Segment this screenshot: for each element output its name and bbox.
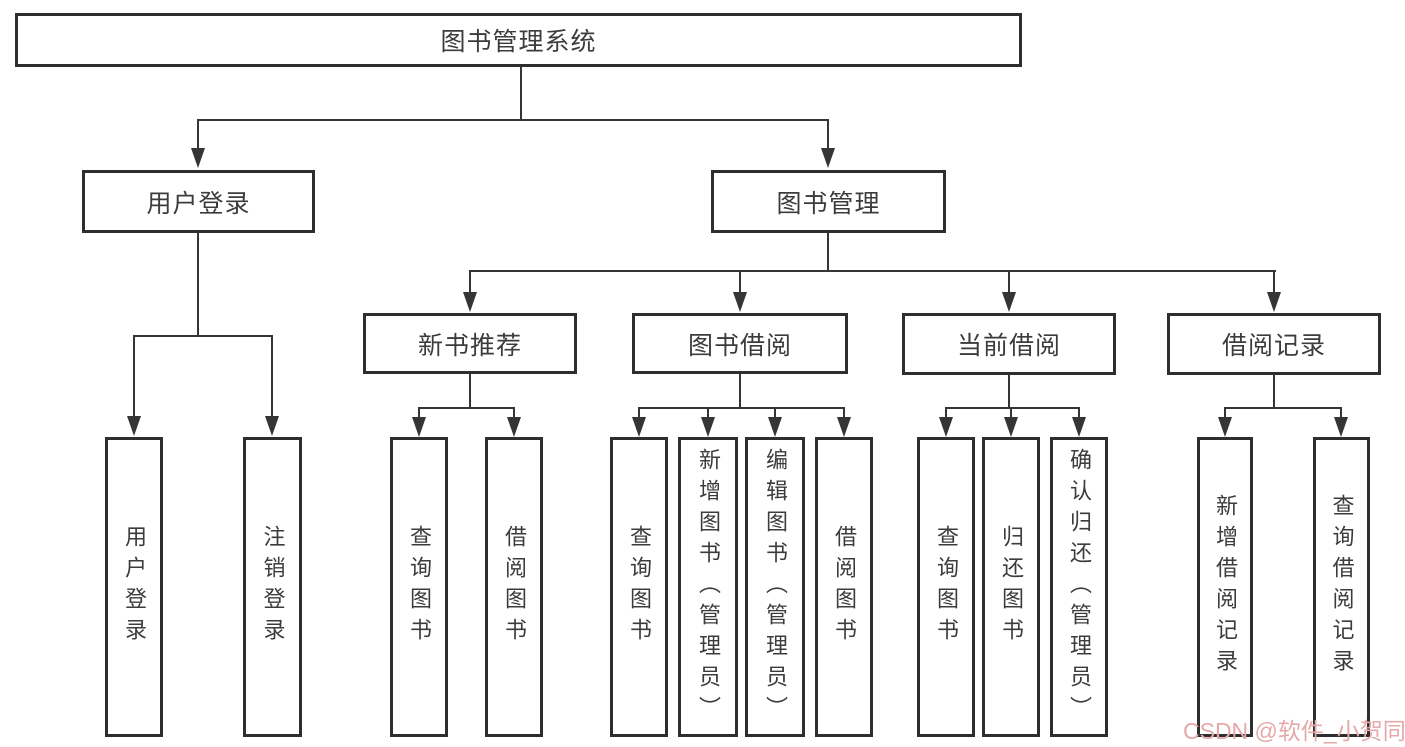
connector-nb-drop	[418, 407, 420, 419]
connector-cb-stub	[1008, 374, 1010, 407]
arrowhead-down-icon	[821, 148, 835, 168]
node-current-borrow: 当前借阅	[902, 313, 1116, 375]
connector-l1-left-drop	[197, 119, 199, 150]
node-borrow-records-label: 借阅记录	[1221, 332, 1326, 360]
node-nb-borrow-book: 借阅图书	[485, 437, 543, 737]
node-user-login-label: 用户登录	[146, 189, 251, 218]
node-ul-user-login-label: 用户登录	[122, 525, 147, 649]
node-book-borrow-label: 图书借阅	[687, 331, 792, 360]
node-cb-return-book: 归还图书	[982, 437, 1040, 737]
node-current-borrow-label: 当前借阅	[956, 332, 1061, 360]
node-bb-add-book: 新增图书（管理员）	[678, 437, 738, 737]
connector-cb-drop	[1010, 407, 1012, 419]
node-ul-logout-label: 注销登录	[260, 525, 286, 649]
arrowhead-down-icon	[1004, 417, 1018, 437]
connector-ul-drop	[133, 335, 135, 418]
connector-br-drop	[1340, 407, 1342, 419]
connector-bb-drop	[774, 407, 776, 419]
arrowhead-down-icon	[1072, 417, 1086, 437]
connector-root-stub	[520, 67, 522, 119]
node-nb-query-book: 查询图书	[390, 437, 448, 737]
connector-ul-stub	[197, 233, 199, 335]
connector-cb-drop	[1078, 407, 1080, 419]
connector-l2-drop	[739, 270, 741, 294]
connector-bb-drop	[843, 407, 845, 419]
node-borrow-records: 借阅记录	[1167, 313, 1381, 375]
connector-l2-drop	[1008, 270, 1010, 294]
connector-bb-drop	[638, 407, 640, 419]
node-bb-add-book-label: 新增图书（管理员）	[696, 447, 721, 727]
arrowhead-down-icon	[733, 292, 747, 312]
arrowhead-down-icon	[127, 416, 141, 436]
arrowhead-down-icon	[1267, 292, 1281, 312]
arrowhead-down-icon	[265, 416, 279, 436]
node-new-book-recommend: 新书推荐	[363, 313, 577, 374]
node-bb-edit-book-label: 编辑图书（管理员）	[763, 447, 788, 727]
connector-l2-drop	[1273, 270, 1275, 294]
connector-bb-stub	[739, 374, 741, 407]
node-cb-query-book-label: 查询图书	[934, 525, 959, 649]
node-bb-edit-book: 编辑图书（管理员）	[745, 437, 805, 737]
connector-nb-drop	[513, 407, 515, 419]
connector-br-rail	[1224, 407, 1342, 409]
node-bb-query-book-label: 查询图书	[627, 525, 652, 649]
node-ul-logout: 注销登录	[243, 437, 302, 737]
arrowhead-down-icon	[412, 417, 426, 437]
arrowhead-down-icon	[1334, 417, 1348, 437]
node-root: 图书管理系统	[15, 13, 1022, 67]
connector-nb-stub	[469, 374, 471, 407]
arrowhead-down-icon	[191, 148, 205, 168]
node-user-login: 用户登录	[82, 170, 315, 233]
node-book-management: 图书管理	[711, 170, 946, 233]
node-br-add-record: 新增借阅记录	[1197, 437, 1253, 737]
node-cb-query-book: 查询图书	[917, 437, 975, 737]
node-br-query-record-label: 查询借阅记录	[1329, 494, 1355, 680]
node-new-book-recommend-label: 新书推荐	[417, 331, 522, 360]
arrowhead-down-icon	[768, 417, 782, 437]
arrowhead-down-icon	[1002, 292, 1016, 312]
connector-l1-right-drop	[827, 119, 829, 150]
connector-nb-rail	[418, 407, 515, 409]
watermark: CSDN @软件_小贺同学	[1183, 718, 1405, 744]
node-br-add-record-label: 新增借阅记录	[1213, 494, 1238, 680]
connector-l1-rail	[197, 119, 829, 121]
node-cb-confirm-return-label: 确认归还（管理员）	[1067, 447, 1092, 727]
node-ul-user-login: 用户登录	[105, 437, 163, 737]
connector-l2-rail	[469, 270, 1276, 272]
node-book-borrow: 图书借阅	[632, 313, 848, 374]
arrowhead-down-icon	[507, 417, 521, 437]
connector-br-drop	[1224, 407, 1226, 419]
arrowhead-down-icon	[632, 417, 646, 437]
arrowhead-down-icon	[939, 417, 953, 437]
arrowhead-down-icon	[463, 292, 477, 312]
node-bb-borrow-book: 借阅图书	[815, 437, 873, 737]
connector-ul-drop	[271, 335, 273, 418]
arrowhead-down-icon	[1218, 417, 1232, 437]
connector-ul-rail	[133, 335, 273, 337]
node-cb-confirm-return: 确认归还（管理员）	[1050, 437, 1108, 737]
connector-cb-rail	[945, 407, 1080, 409]
connector-bb-drop	[707, 407, 709, 419]
node-br-query-record: 查询借阅记录	[1313, 437, 1370, 737]
node-bb-query-book: 查询图书	[610, 437, 668, 737]
node-nb-borrow-book-label: 借阅图书	[502, 525, 527, 649]
arrowhead-down-icon	[837, 417, 851, 437]
node-root-label: 图书管理系统	[440, 28, 597, 56]
node-nb-query-book-label: 查询图书	[407, 525, 432, 649]
connector-cb-drop	[945, 407, 947, 419]
node-cb-return-book-label: 归还图书	[999, 525, 1024, 649]
connector-br-stub	[1273, 374, 1275, 407]
connector-l2-drop	[469, 270, 471, 294]
connector-bm-stub	[827, 233, 829, 270]
node-book-management-label: 图书管理	[776, 189, 881, 218]
arrowhead-down-icon	[701, 417, 715, 437]
connector-bb-rail	[638, 407, 845, 409]
node-bb-borrow-book-label: 借阅图书	[832, 525, 857, 649]
